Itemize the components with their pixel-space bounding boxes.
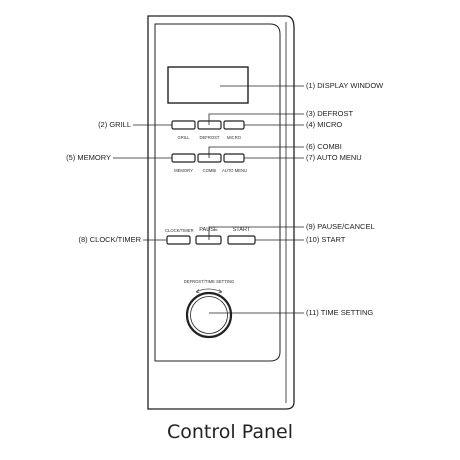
dial-arc-arrow (195, 288, 223, 293)
callout-clock-timer: (8) CLOCK/TIMER (78, 235, 141, 244)
time-setting-dial-inner (190, 296, 228, 334)
micro-button (223, 120, 245, 130)
callout-defrost: (3) DEFROST (306, 109, 354, 118)
label-start: START (232, 227, 251, 233)
callout-grill: (2) GRILL (98, 120, 131, 129)
label-micro: MICRO (227, 135, 241, 140)
leader-combi (208, 146, 304, 158)
label-pause: PAUSE (199, 227, 218, 233)
pause-button (195, 235, 222, 245)
time-setting-dial (185, 291, 233, 339)
leader-defrost (208, 113, 304, 125)
display-window (167, 66, 249, 104)
defrost-button (197, 120, 222, 130)
panel-outer-frame (147, 15, 295, 410)
label-memory: MEMORY (174, 168, 193, 173)
callout-combi: (6) COMBI (306, 142, 342, 151)
panel-inner-face (154, 23, 281, 362)
start-button (227, 235, 256, 245)
callout-micro: (4) MICRO (306, 120, 343, 129)
callout-display-window: (1) DISPLAY WINDOW (306, 81, 384, 90)
clock-timer-button (166, 235, 191, 245)
label-clock-timer: CLOCK/TIMER (165, 228, 194, 233)
combi-button (197, 153, 222, 163)
label-defrost: DEFROST (199, 135, 220, 140)
label-auto-menu: AUTO MENU (222, 168, 248, 173)
callout-pause-cancel: (9) PAUSE/CANCEL (306, 222, 375, 231)
leader-pause (208, 226, 304, 240)
auto-menu-button (223, 153, 245, 163)
label-dial: DEFROST/TIME SETTING (183, 279, 235, 284)
callout-auto-menu: (7) AUTO MENU (306, 153, 362, 162)
callout-time-setting: (11) TIME SETTING (306, 308, 374, 317)
grill-button (171, 120, 196, 130)
diagram-caption: Control Panel (167, 421, 293, 443)
memory-button (171, 153, 196, 163)
callout-memory: (5) MEMORY (66, 153, 111, 162)
label-combi: COMBI (202, 168, 217, 173)
callout-start: (10) START (306, 235, 346, 244)
label-grill: GRILL (177, 135, 190, 140)
